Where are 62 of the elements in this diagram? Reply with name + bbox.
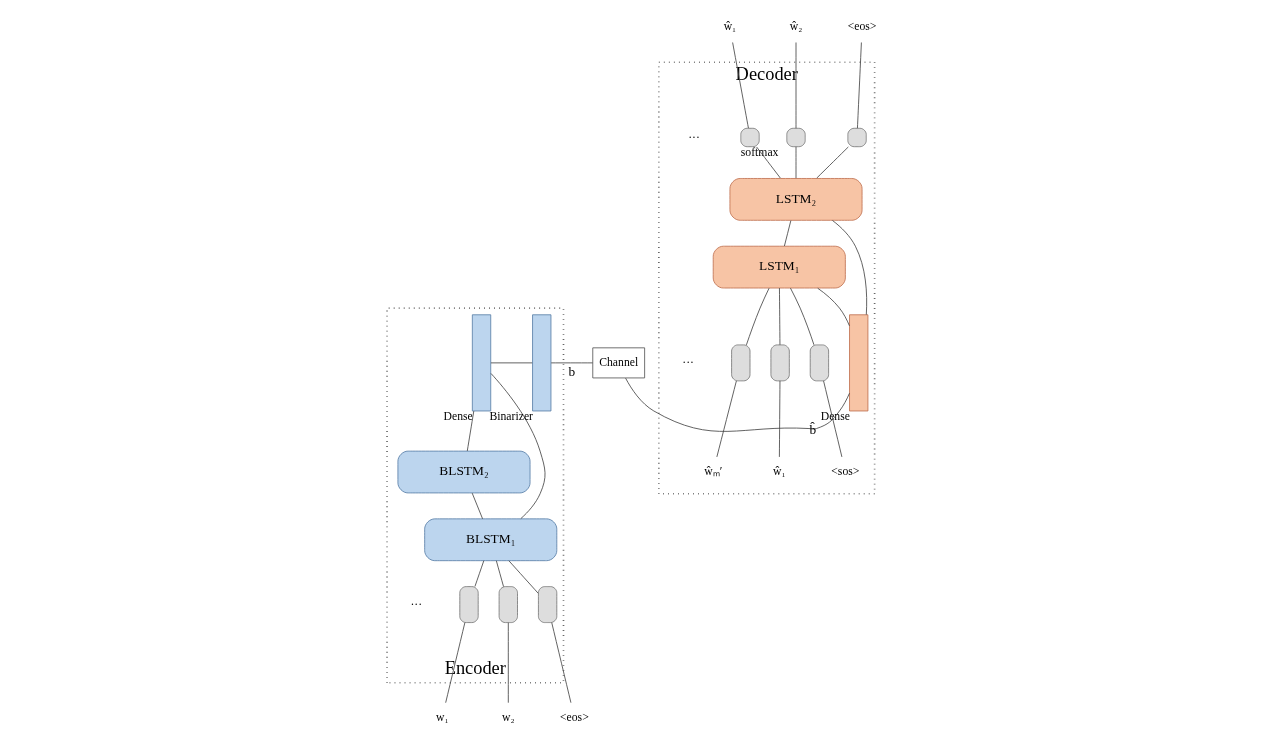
- connector: [831, 220, 867, 316]
- connector: [778, 287, 780, 346]
- node-label: softmax: [740, 146, 778, 160]
- node-box: Channel: [591, 347, 645, 379]
- connector: [778, 380, 780, 458]
- connector: [490, 373, 545, 520]
- node-text: ŵₘ′: [703, 465, 722, 479]
- label: ···: [687, 130, 700, 144]
- connector: [815, 146, 849, 179]
- connector: [795, 42, 796, 129]
- node-box: [537, 586, 557, 623]
- connector: [731, 42, 749, 129]
- node-box: [498, 586, 518, 623]
- node-box: [770, 344, 790, 382]
- connector: [789, 287, 814, 346]
- node-box: [730, 344, 750, 382]
- node-text: ŵ₁: [772, 465, 786, 479]
- node-box: LSTM₂: [729, 178, 862, 221]
- connector: [624, 377, 850, 432]
- connector: [715, 380, 737, 458]
- node-label: Dense: [820, 410, 850, 424]
- connector: [816, 287, 850, 327]
- connector: [856, 42, 862, 129]
- node-box: LSTM₁: [712, 245, 846, 289]
- connector: [745, 287, 769, 346]
- node-box: [785, 127, 806, 148]
- node-box: [846, 127, 867, 148]
- label: ···: [409, 597, 422, 611]
- node-box: BLSTM₂: [397, 450, 530, 494]
- connector: [822, 380, 842, 458]
- connector: [471, 492, 483, 520]
- edge-label: b̂: [808, 422, 816, 438]
- connector: [783, 220, 791, 247]
- connector: [474, 560, 484, 587]
- node-text: ŵ₂: [789, 20, 802, 34]
- connector: [507, 622, 509, 704]
- node-label: Dense: [443, 410, 473, 424]
- node-text: w₁: [435, 711, 448, 724]
- connector: [444, 622, 465, 704]
- node-text: <eos>: [559, 711, 589, 724]
- node-box: [848, 314, 868, 412]
- connector: [550, 362, 593, 364]
- connector: [507, 560, 539, 594]
- connector: [755, 146, 781, 179]
- edge-label: b: [568, 364, 575, 380]
- connector: [795, 146, 796, 179]
- node-label: Binarizer: [488, 410, 533, 424]
- connector: [550, 622, 571, 704]
- node-text: ŵ₁: [723, 20, 736, 34]
- node-text: <eos>: [847, 20, 876, 34]
- connector: [495, 560, 504, 587]
- connector: [466, 410, 474, 452]
- node-box: BLSTM₁: [423, 518, 557, 562]
- label: ···: [681, 355, 694, 369]
- node-box: [739, 127, 760, 148]
- node-box: [458, 586, 479, 623]
- node-text: w₂: [501, 711, 515, 724]
- connector: [490, 362, 533, 364]
- node-text: <sos>: [830, 465, 859, 479]
- node-box: [471, 314, 491, 412]
- node-box: [531, 314, 551, 412]
- node-box: [809, 344, 829, 382]
